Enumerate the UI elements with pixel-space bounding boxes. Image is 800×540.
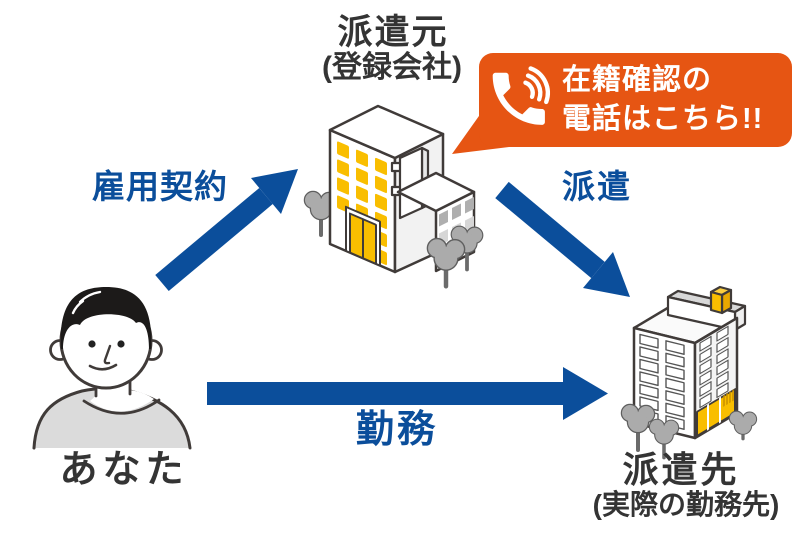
- tree-icon: [426, 237, 466, 289]
- employment-contract-label: 雇用契約: [92, 168, 228, 205]
- callout-bubble: [452, 53, 792, 154]
- agency-windows: [337, 141, 387, 267]
- callout-line1: 在籍確認の: [562, 64, 713, 96]
- hair: [60, 287, 152, 349]
- dispatch-label: 派遣: [562, 168, 632, 205]
- phone-icon: [492, 66, 550, 125]
- work-label: 勤務: [355, 409, 439, 451]
- nose: [103, 344, 112, 365]
- client-building-illustration: [620, 285, 758, 460]
- eye: [117, 340, 125, 348]
- client-side-windows: [696, 325, 736, 437]
- client-entrance: [696, 388, 736, 437]
- tree-icon: [620, 403, 656, 452]
- work-arrow: [207, 367, 608, 420]
- agency-subtitle: (登録会社): [322, 51, 462, 84]
- tree-icon: [728, 410, 758, 441]
- employment-arrow: [155, 169, 298, 292]
- dispatch-arrow: [495, 181, 630, 297]
- mouth: [88, 363, 118, 371]
- person-illustration: [32, 287, 192, 450]
- agency-building-illustration: [303, 104, 484, 289]
- client-title: 派遣先: [622, 449, 740, 490]
- client-subtitle: (実際の勤務先): [592, 489, 780, 520]
- tree-icon: [648, 418, 680, 460]
- callout-text: 在籍確認の 電話はこちら!!: [562, 61, 763, 139]
- agency-title: 派遣元: [337, 13, 449, 52]
- rooftop-box: [709, 285, 733, 315]
- callout-line2: 電話はこちら!!: [562, 103, 764, 136]
- eye: [88, 340, 96, 348]
- worker-label: あなた: [59, 449, 189, 491]
